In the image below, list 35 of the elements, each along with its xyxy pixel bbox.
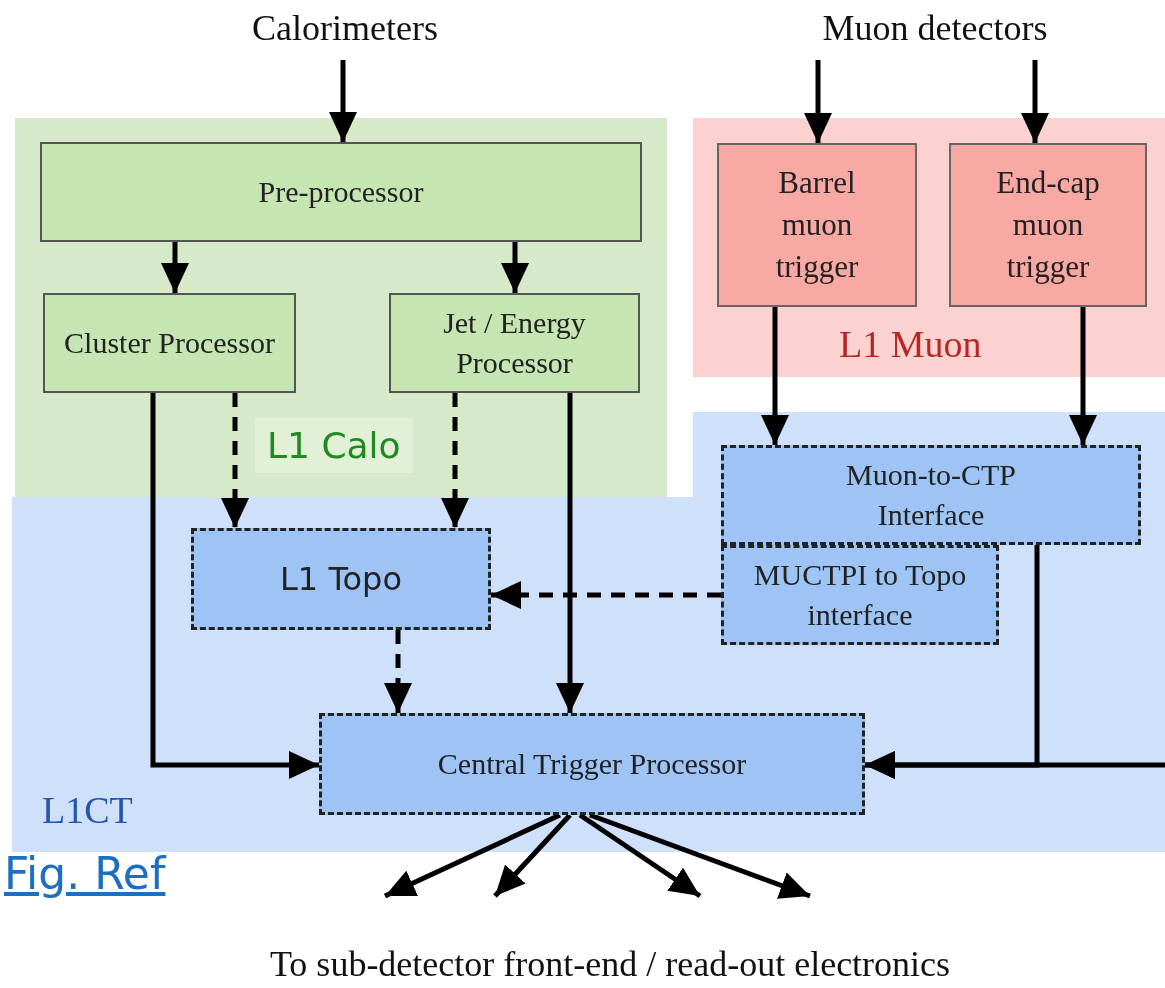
- arrow: [384, 630, 412, 713]
- arrow: [501, 242, 529, 293]
- arrow: [221, 393, 249, 528]
- arrow: [161, 242, 189, 293]
- arrow: [556, 393, 584, 713]
- region-label: L1CT: [42, 788, 133, 833]
- arrow: [329, 60, 357, 142]
- arrow: [1069, 307, 1097, 445]
- arrow: [1021, 60, 1049, 143]
- arrow: [441, 393, 469, 528]
- region-panel: [15, 118, 667, 497]
- process-box: End-cap muon trigger: [949, 143, 1147, 307]
- process-box: L1 Topo: [191, 528, 491, 630]
- arrow: [865, 751, 1165, 779]
- process-box: Muon-to-CTP Interface: [721, 445, 1141, 545]
- region-panel: [693, 118, 1165, 377]
- region-label: L1 Muon: [839, 322, 982, 367]
- arrow: [493, 813, 572, 898]
- arrow: [589, 812, 811, 899]
- arrow: [761, 307, 789, 445]
- arrow: [578, 812, 702, 899]
- io-label: Calorimeters: [205, 6, 485, 60]
- arrow: [491, 581, 721, 609]
- arrow: [804, 60, 832, 143]
- region-panel: [12, 412, 1165, 852]
- process-box: Barrel muon trigger: [717, 143, 917, 307]
- process-box: Jet / Energy Processor: [389, 293, 640, 393]
- process-box: Pre-processor: [40, 142, 642, 242]
- process-box: MUCTPI to Topo interface: [721, 545, 999, 645]
- arrow: [383, 812, 562, 899]
- process-box: Cluster Processor: [43, 293, 296, 393]
- arrow: [150, 393, 319, 779]
- io-label: Muon detectors: [765, 6, 1105, 60]
- process-box: Central Trigger Processor: [319, 713, 865, 815]
- region-label: L1 Calo: [255, 418, 413, 473]
